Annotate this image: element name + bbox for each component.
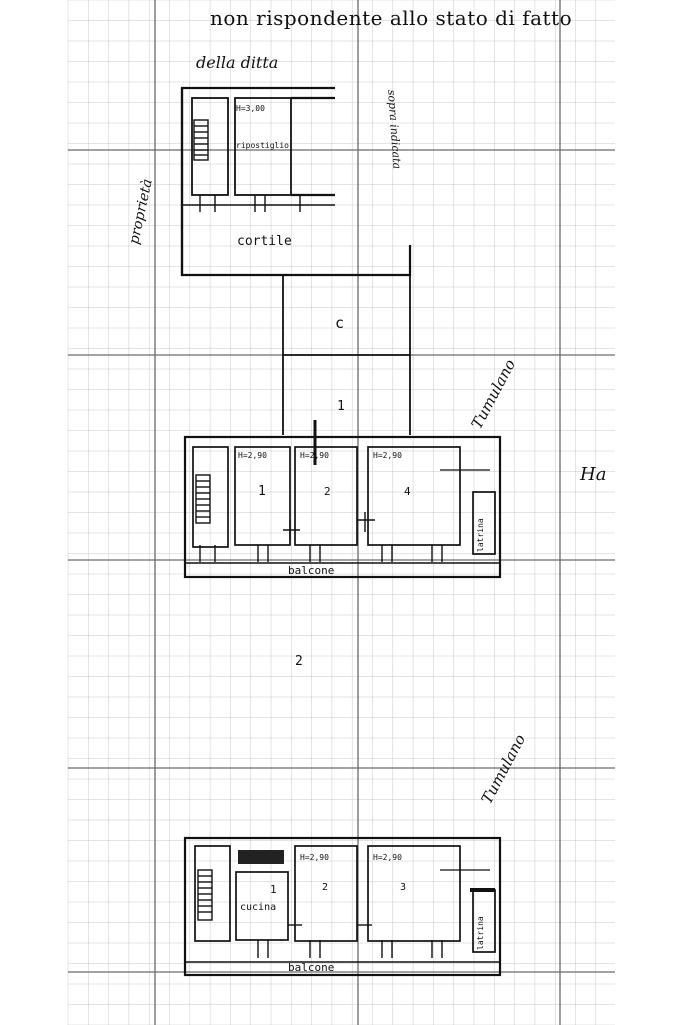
courtyard-label: cortile	[237, 234, 292, 249]
lower-room3-height: H=2,90	[373, 853, 402, 862]
lower-room1-name: cucina	[240, 902, 276, 913]
upper-room3-number: 4	[404, 485, 411, 498]
lower-room2-number: 2	[322, 882, 328, 893]
upper-annotation: Tumulano	[468, 356, 520, 432]
upper-window-ticks	[199, 512, 443, 562]
graph-paper-major-grid	[68, 0, 615, 1025]
upper-room2-height: H=2,90	[300, 451, 329, 460]
upper-side-mark: Ha	[579, 464, 606, 485]
between-marker: 2	[295, 654, 303, 669]
upper-wc-label: latrina	[476, 518, 485, 552]
header-owner-line: della ditta	[196, 53, 278, 72]
zone-marker: 1	[337, 399, 345, 414]
zone-c-label: c	[335, 314, 344, 332]
upper-room2-number: 2	[324, 485, 331, 498]
right-property-label: sopra indicata	[385, 89, 404, 169]
upper-floor-plan	[183, 420, 502, 579]
graph-paper-minor-grid	[67, 0, 615, 1025]
top-room-name: ripostiglio	[236, 141, 289, 150]
lower-floor-plan	[183, 836, 502, 977]
lower-window-ticks	[257, 924, 443, 958]
site-plan	[180, 86, 412, 277]
left-property-label: proprietà	[126, 177, 155, 245]
lower-stair-icon	[197, 869, 213, 921]
upper-stair-icon	[195, 474, 211, 524]
header-title: non rispondente allo stato di fatto	[210, 6, 572, 30]
upper-balcony-label: balcone	[288, 564, 334, 577]
lower-room3-number: 3	[400, 882, 406, 893]
lower-room1-number: 1	[270, 883, 277, 896]
lower-wc-label: latrina	[476, 916, 485, 950]
upper-room1-number: 1	[258, 484, 266, 499]
top-room-height: H=3,00	[236, 104, 265, 113]
lower-hatched-block	[238, 850, 284, 864]
lower-annotation: Tumulano	[478, 731, 530, 807]
passage-area	[282, 275, 411, 435]
lower-room2-height: H=2,90	[300, 853, 329, 862]
upper-room1-height: H=2,90	[238, 451, 267, 460]
lower-balcony-label: balcone	[288, 961, 334, 974]
top-stair-icon	[193, 119, 209, 161]
upper-room3-height: H=2,90	[373, 451, 402, 460]
